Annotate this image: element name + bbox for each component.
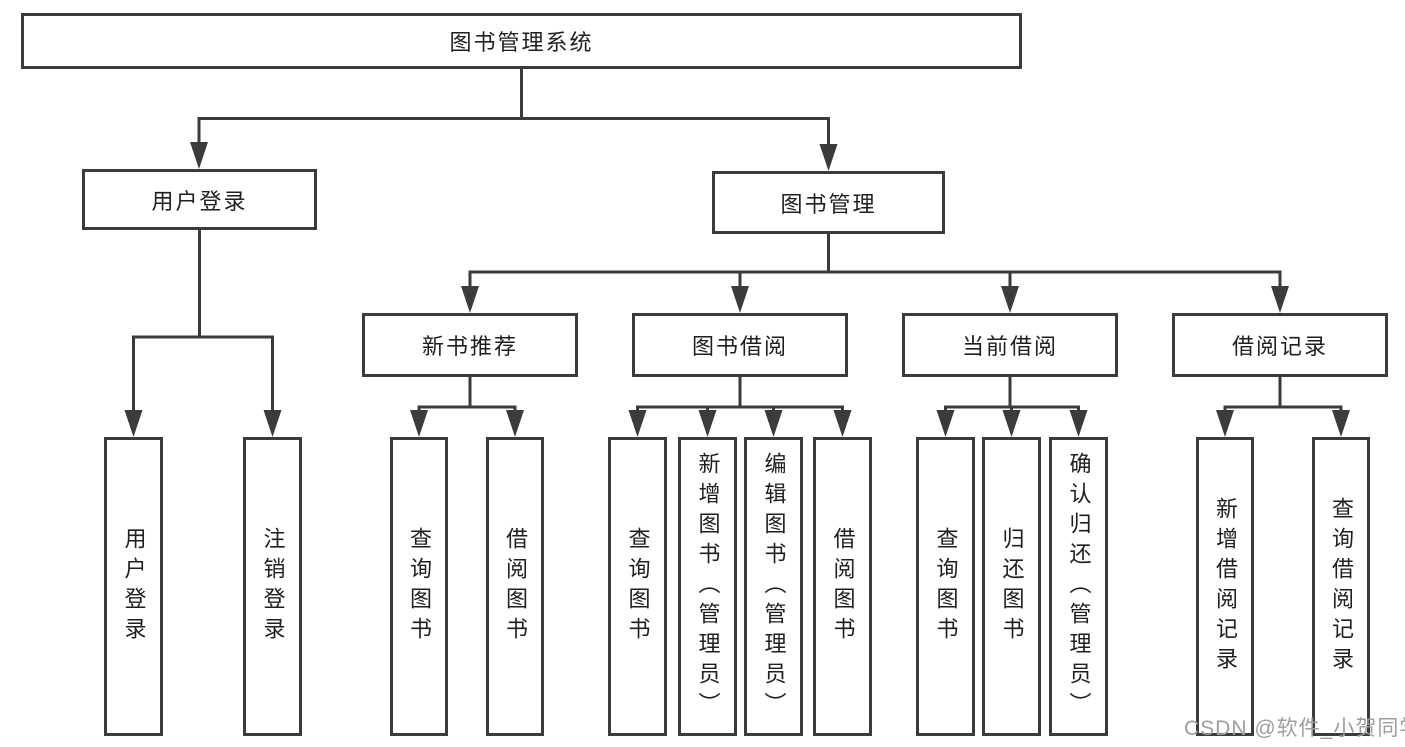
node-book-management-label: 图书管理 — [780, 191, 877, 217]
node-borrowing-records: 借阅记录 — [1172, 313, 1388, 377]
leaf-user-login-label: 用户登录 — [121, 526, 147, 647]
leaf-confirm-return-admin: 确认归还（管理员） — [1049, 437, 1108, 736]
leaf-query-books-recommend: 查询图书 — [390, 437, 448, 736]
leaf-logout: 注销登录 — [243, 437, 302, 736]
leaf-logout-label: 注销登录 — [260, 526, 286, 647]
node-book-borrowing: 图书借阅 — [632, 313, 848, 377]
node-new-book-recommendation-label: 新书推荐 — [421, 334, 518, 359]
node-user-login-label: 用户登录 — [151, 188, 248, 214]
leaf-borrow-books-recommend-label: 借阅图书 — [503, 526, 528, 647]
node-library-management-system: 图书管理系统 — [21, 13, 1022, 69]
leaf-borrow-books-label: 借阅图书 — [830, 526, 856, 647]
leaf-query-books-current: 查询图书 — [916, 437, 975, 736]
node-current-borrowing-label: 当前借阅 — [961, 334, 1058, 359]
leaf-query-books-recommend-label: 查询图书 — [407, 526, 432, 647]
leaf-borrow-books: 借阅图书 — [813, 437, 872, 736]
node-current-borrowing: 当前借阅 — [902, 313, 1118, 377]
leaf-query-books-borrowing-label: 查询图书 — [625, 526, 651, 647]
arrowheads — [124, 142, 1350, 437]
leaf-borrow-books-recommend: 借阅图书 — [486, 437, 544, 736]
leaf-return-books: 归还图书 — [982, 437, 1041, 736]
node-book-borrowing-label: 图书借阅 — [691, 334, 788, 359]
leaf-edit-books-admin: 编辑图书（管理员） — [744, 437, 803, 736]
leaf-add-borrow-record-label: 新增借阅记录 — [1213, 496, 1238, 677]
leaf-query-borrow-record-label: 查询借阅记录 — [1329, 496, 1354, 677]
leaf-user-login: 用户登录 — [104, 437, 163, 736]
leaf-confirm-return-admin-label: 确认归还（管理员） — [1066, 451, 1092, 722]
leaf-query-books-borrowing: 查询图书 — [608, 437, 667, 736]
node-library-management-system-label: 图书管理系统 — [449, 30, 594, 55]
leaf-return-books-label: 归还图书 — [999, 526, 1025, 647]
node-book-management: 图书管理 — [712, 171, 945, 234]
leaf-add-borrow-record: 新增借阅记录 — [1196, 437, 1254, 736]
node-user-login: 用户登录 — [82, 169, 317, 230]
node-new-book-recommendation: 新书推荐 — [362, 313, 578, 377]
leaf-edit-books-admin-label: 编辑图书（管理员） — [761, 451, 787, 722]
leaf-query-books-current-label: 查询图书 — [933, 526, 959, 647]
leaf-add-books-admin-label: 新增图书（管理员） — [695, 451, 721, 722]
leaf-add-books-admin: 新增图书（管理员） — [678, 437, 737, 736]
csdn-watermark: CSDN @软件_小贺同学 — [1184, 717, 1405, 740]
leaf-query-borrow-record: 查询借阅记录 — [1312, 437, 1370, 736]
node-borrowing-records-label: 借阅记录 — [1231, 334, 1328, 359]
